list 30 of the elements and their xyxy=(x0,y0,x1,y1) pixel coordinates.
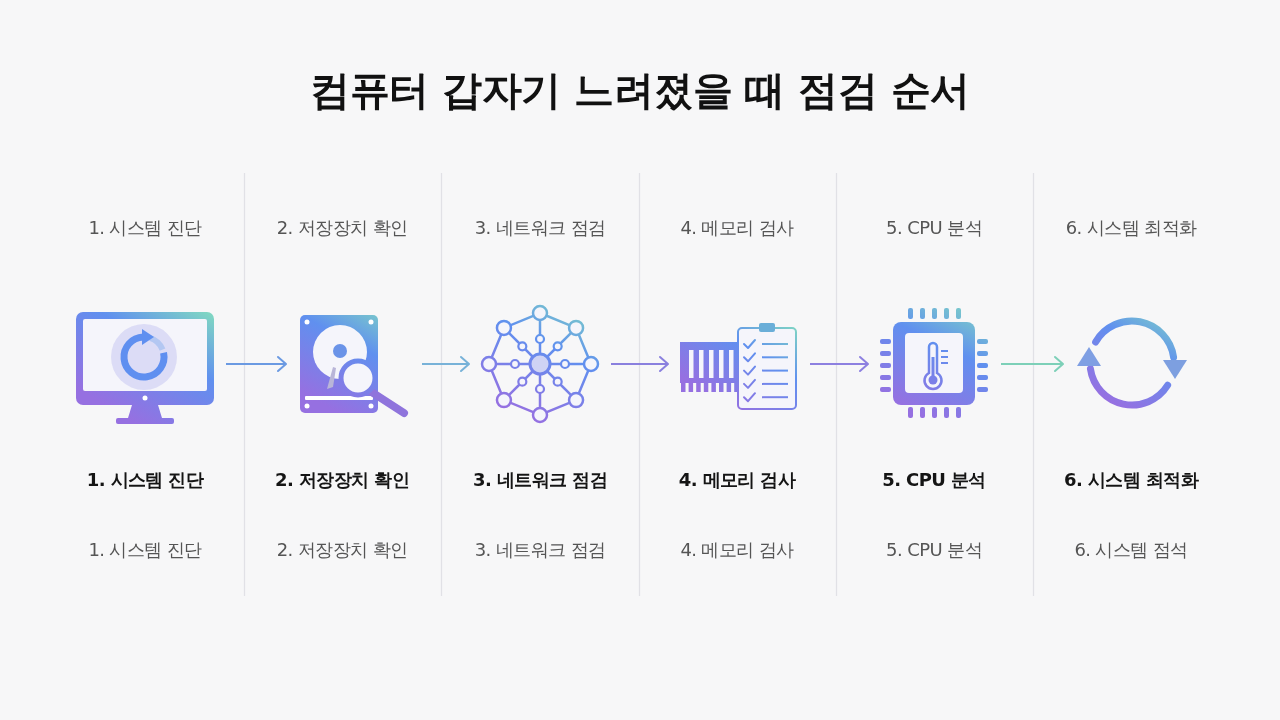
step-title: 1. 시스템 진단 xyxy=(86,469,204,491)
cpu-chip-icon xyxy=(880,307,989,419)
step-title: 3. 네트워크 점검 xyxy=(473,469,607,491)
step-caption: 1. 시스템 진단 xyxy=(88,539,202,561)
diagram-title: 컴퓨터 갑자기 느려졌을 때 점검 순서 xyxy=(310,66,970,114)
step-caption: 6. 시스템 점석 xyxy=(1074,539,1188,561)
step-caption: 4. 메모리 검사 xyxy=(680,539,794,561)
monitor-icon xyxy=(76,312,214,425)
step-caption: 5. CPU 분석 xyxy=(886,539,982,561)
step-label: 2. 저장장치 확인 xyxy=(276,217,408,239)
step-label: 6. 시스템 최적화 xyxy=(1065,217,1197,239)
step-caption: 2. 저장장치 확인 xyxy=(276,539,408,561)
step-title: 5. CPU 분석 xyxy=(882,469,986,491)
step-title: 6. 시스템 최적화 xyxy=(1064,469,1198,491)
arrow xyxy=(809,356,869,372)
step-label: 1. 시스템 진단 xyxy=(88,217,202,239)
hard-drive-magnifier-icon xyxy=(298,315,410,418)
step-caption: 3. 네트워크 점검 xyxy=(474,539,606,561)
step-title: 2. 저장장치 확인 xyxy=(275,469,409,491)
sync-arrows-icon xyxy=(1075,316,1189,412)
network-icon xyxy=(481,305,599,423)
step-label: 4. 메모리 검사 xyxy=(680,217,794,239)
step-label: 5. CPU 분석 xyxy=(886,217,982,239)
arrow xyxy=(225,356,287,372)
arrow xyxy=(610,356,669,372)
memory-checklist-icon xyxy=(680,323,798,411)
step-title: 4. 메모리 검사 xyxy=(678,469,796,491)
step-label: 3. 네트워크 점검 xyxy=(474,217,606,239)
arrow xyxy=(1000,356,1064,372)
arrow xyxy=(421,356,470,372)
